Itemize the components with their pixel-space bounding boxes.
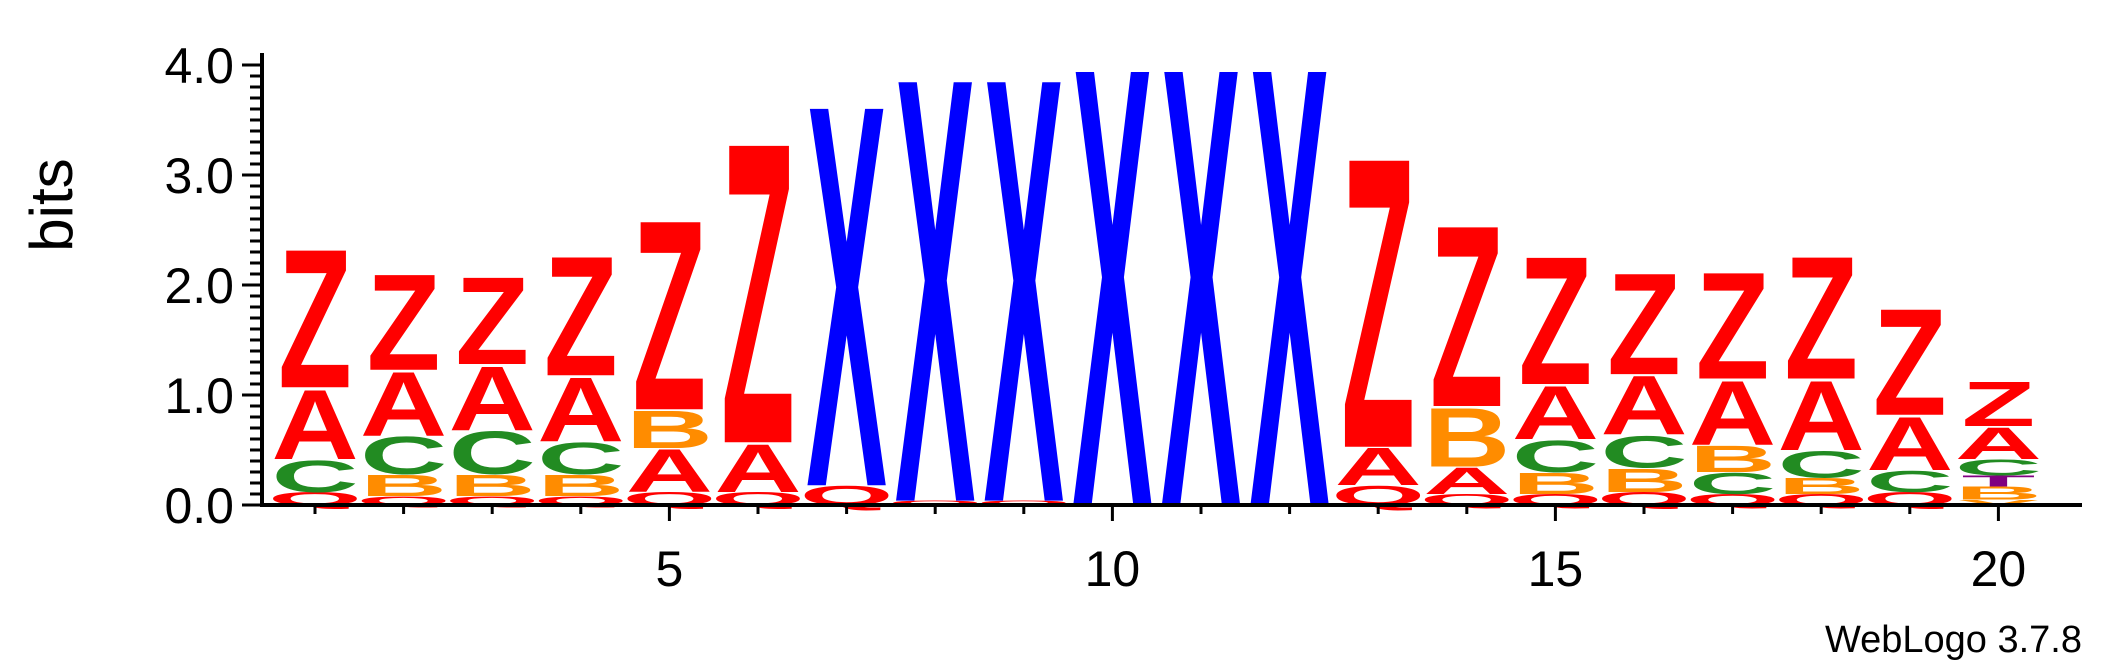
stack-position-11: X: [1161, 0, 1242, 640]
glyph-A: A: [1689, 361, 1776, 464]
y-tick-label: 2.0: [164, 258, 234, 314]
weblogo-credit: WebLogo 3.7.8: [1825, 619, 2082, 661]
glyph-C: C: [271, 451, 358, 502]
glyph-Q: Q: [888, 500, 982, 507]
glyph-B: B: [1955, 483, 2042, 503]
glyph-Q: Q: [977, 500, 1071, 507]
glyph-B: B: [1423, 391, 1510, 485]
x-tick-label: 10: [1085, 541, 1141, 597]
glyph-A: A: [626, 437, 713, 505]
glyph-B: B: [1512, 466, 1599, 500]
stack-position-10: X: [1072, 0, 1153, 640]
glyph-C: C: [1955, 455, 2042, 481]
glyph-A: A: [1335, 437, 1422, 497]
glyph-X: X: [1072, 0, 1153, 640]
glyph-A: A: [449, 347, 536, 450]
glyph-C: C: [449, 419, 536, 487]
glyph-Z: Z: [544, 221, 618, 412]
glyph-T: T: [1962, 473, 2036, 490]
glyph-B: B: [537, 468, 624, 502]
glyph-A: A: [271, 370, 358, 481]
glyph-X: X: [806, 0, 887, 601]
glyph-A: A: [1955, 418, 2042, 469]
glyph-X: X: [984, 0, 1065, 630]
glyph-A: A: [1600, 359, 1687, 453]
glyph-Z: Z: [1519, 219, 1593, 423]
y-axis-ticks: 0.0 1.0 2.0 3.0 4.0: [164, 38, 262, 534]
glyph-B: B: [360, 468, 447, 502]
glyph-X: X: [895, 0, 976, 630]
glyph-X: X: [1161, 0, 1242, 640]
glyph-B: B: [1689, 437, 1776, 480]
glyph-C: C: [360, 426, 447, 486]
glyph-Z: Z: [278, 207, 352, 429]
glyph-X: X: [1249, 0, 1330, 640]
stack-position-12: X: [1249, 0, 1330, 640]
glyph-Z: Z: [455, 252, 529, 392]
glyph-Z: Z: [1430, 171, 1504, 461]
glyph-A: A: [1778, 361, 1865, 472]
glyph-C: C: [1866, 464, 1953, 498]
stack-position-9: QX: [977, 0, 1071, 630]
glyph-Z: Z: [1696, 241, 1770, 412]
stack-position-7: QX: [800, 0, 894, 601]
glyph-B: B: [449, 468, 536, 502]
glyph-A: A: [360, 353, 447, 456]
glyph-Z: Z: [1341, 70, 1415, 534]
glyph-C: C: [1778, 443, 1865, 486]
glyph-C: C: [1512, 431, 1599, 482]
stack-position-6: QAZ: [711, 54, 805, 535]
glyph-Z: Z: [367, 246, 441, 399]
glyph-C: C: [1600, 426, 1687, 477]
glyph-A: A: [1512, 371, 1599, 456]
glyph-A: A: [537, 358, 624, 461]
glyph-Z: Z: [1607, 244, 1681, 406]
glyph-C: C: [537, 433, 624, 484]
x-tick-label: 15: [1528, 541, 1584, 597]
y-tick-label: 1.0: [164, 368, 234, 424]
glyph-A: A: [1866, 402, 1953, 487]
glyph-Z: Z: [1873, 277, 1947, 448]
stack-position-13: QAZ: [1331, 70, 1425, 534]
x-tick-label: 20: [1971, 541, 2027, 597]
x-tick-label: 5: [655, 541, 683, 597]
stack-position-8: QX: [888, 0, 982, 630]
y-tick-label: 3.0: [164, 148, 234, 204]
glyph-B: B: [1778, 473, 1865, 499]
glyph-Z: Z: [721, 54, 795, 535]
glyph-B: B: [626, 400, 713, 460]
axes: [260, 53, 2082, 507]
glyph-A: A: [714, 429, 801, 506]
glyph-Z: Z: [1962, 369, 2036, 440]
glyph-Z: Z: [1784, 220, 1858, 416]
y-axis-title: bits: [18, 158, 85, 251]
glyph-C: C: [1689, 466, 1776, 500]
y-tick-label: 4.0: [164, 38, 234, 94]
glyph-A: A: [1423, 459, 1510, 502]
glyph-V: V: [1958, 498, 2038, 506]
y-tick-label: 0.0: [164, 478, 234, 534]
glyph-Z: Z: [633, 164, 707, 468]
glyph-B: B: [1600, 461, 1687, 499]
x-axis-ticks: 5 10 15 20: [313, 505, 2027, 597]
